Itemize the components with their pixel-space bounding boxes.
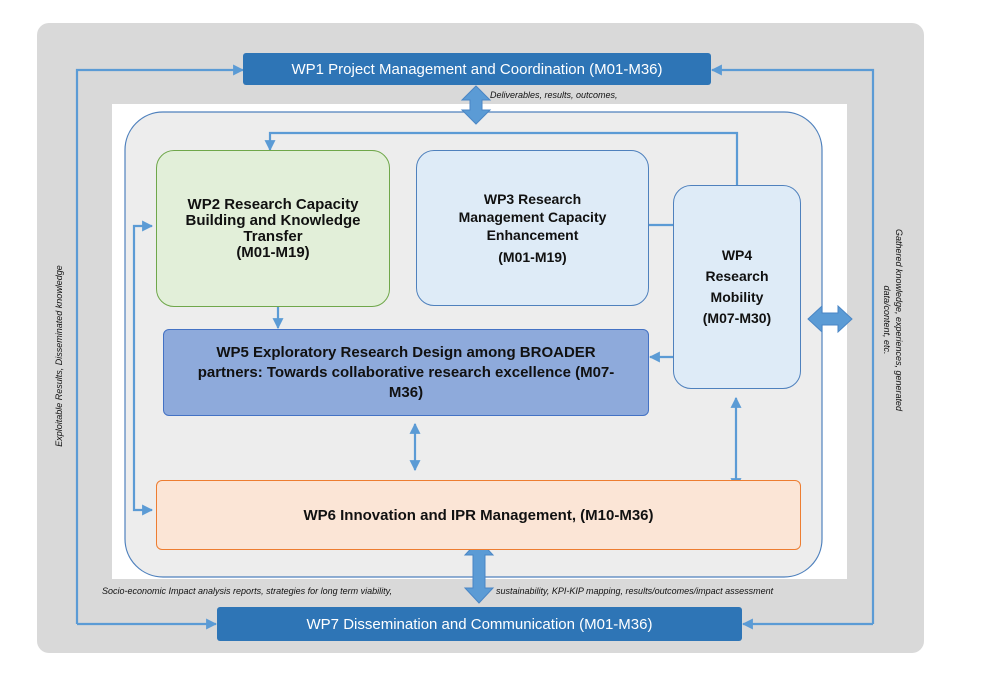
wp1-label: WP1 Project Management and Coordination …	[291, 60, 663, 78]
wp5-line2: partners: Towards collaborative research…	[197, 363, 615, 381]
right-loop-top-arrow	[710, 64, 875, 624]
wp4-line4: (M07-M30)	[702, 310, 772, 326]
right-side-block-arrow	[807, 304, 853, 334]
wp2-box: WP2 Research Capacity Building and Knowl…	[156, 150, 390, 307]
wp6-box: WP6 Innovation and IPR Management, (M10-…	[156, 480, 801, 550]
wp3-line1: WP3 Research	[483, 191, 582, 207]
wp4-line2: Research	[705, 268, 769, 284]
wp3-box: WP3 Research Management Capacity Enhance…	[416, 150, 649, 306]
wp3-line2: Management Capacity	[458, 209, 607, 225]
wp2-line3: Transfer	[243, 227, 303, 245]
wp6-wp7-block-arrow	[463, 539, 495, 604]
wp1-panel-block-arrow	[460, 85, 492, 125]
wp7-box: WP7 Dissemination and Communication (M01…	[217, 607, 742, 641]
wp2-wp6-bracket-arrow	[132, 220, 154, 516]
wp2-line2: Building and Knowledge	[185, 211, 361, 229]
wp4-line3: Mobility	[710, 289, 764, 305]
wp6-label: WP6 Innovation and IPR Management, (M10-…	[303, 506, 654, 524]
wp5-box: WP5 Exploratory Research Design among BR…	[163, 329, 649, 416]
wp2-line4: (M01-M19)	[236, 243, 310, 261]
note-right-vertical-line1: Gathered knowledge, experiences, generat…	[894, 228, 904, 412]
wp4-box: WP4 Research Mobility (M07-M30)	[673, 185, 801, 389]
wp4-to-wp2-arrow	[264, 131, 739, 185]
wp7-label: WP7 Dissemination and Communication (M01…	[306, 615, 653, 633]
left-loop-up-arrow	[75, 64, 245, 624]
note-top: Deliverables, results, outcomes,	[490, 90, 618, 100]
note-left-vertical: Exploitable Results, Disseminated knowle…	[54, 265, 64, 447]
wp2-line1: WP2 Research Capacity	[187, 195, 359, 213]
note-bottom-left: Socio-economic Impact analysis reports, …	[102, 586, 392, 596]
wp4-line1: WP4	[721, 247, 753, 263]
note-right-vertical-line2: data/content, etc.	[882, 285, 892, 355]
note-right-vertical: Gathered knowledge, experiences, generat…	[881, 229, 905, 411]
note-bottom-right: sustainability, KPI-KIP mapping, results…	[496, 586, 774, 596]
wp3-line3: Enhancement	[486, 227, 579, 243]
wp5-line3: M36)	[388, 383, 424, 401]
wp1-box: WP1 Project Management and Coordination …	[243, 53, 711, 85]
wp5-line1: WP5 Exploratory Research Design among BR…	[216, 343, 596, 361]
wp3-line4: (M01-M19)	[498, 249, 567, 265]
